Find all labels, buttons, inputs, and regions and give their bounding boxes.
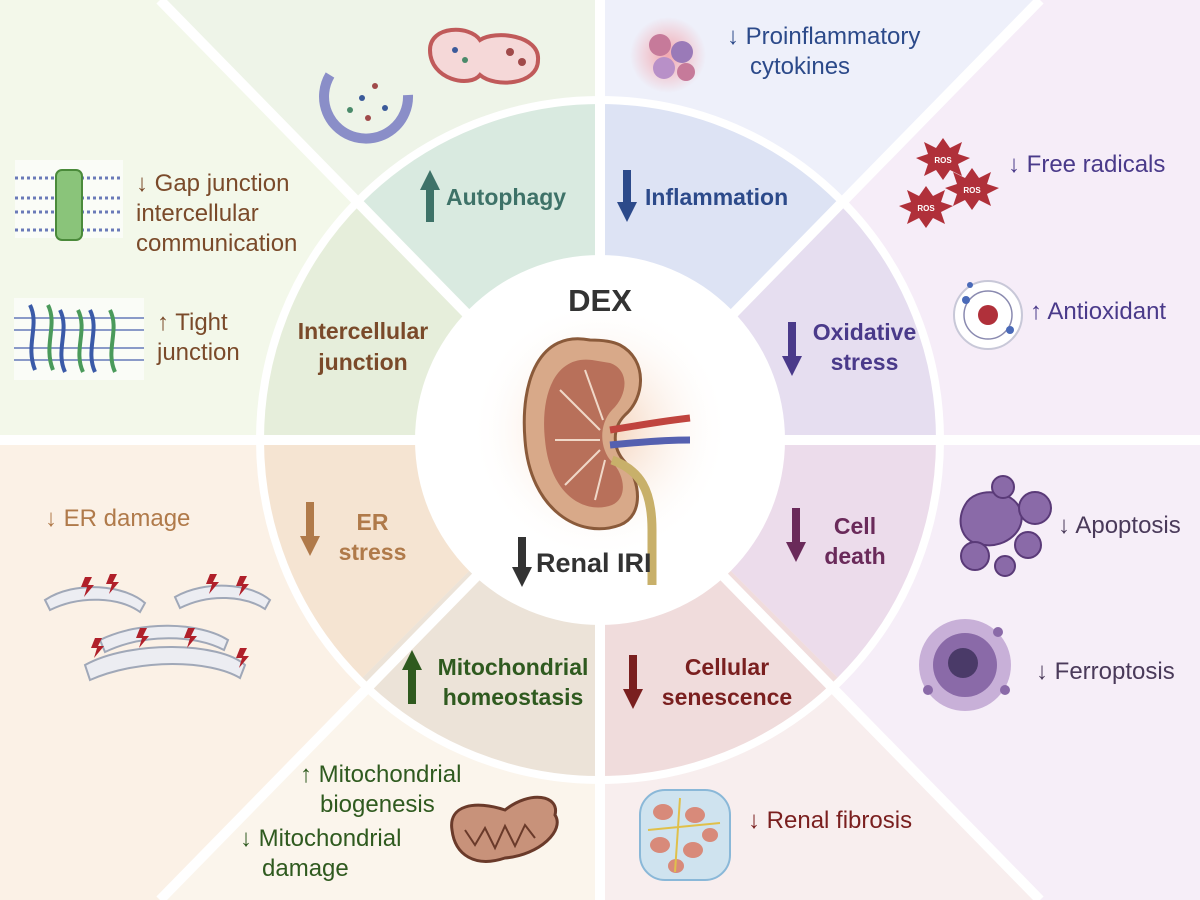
label-antioxidant: ↑ Antioxidant xyxy=(1030,298,1167,325)
autophagy-up-arrow-icon xyxy=(420,170,440,229)
sector-label-autophagy: Autophagy xyxy=(446,184,567,210)
gap-junction-icon xyxy=(15,160,123,241)
label-tight-junction-line1: ↑ Tight xyxy=(157,309,228,336)
cytokine-cells-icon xyxy=(630,17,706,93)
sector-label-senescence-line1: Cellular xyxy=(684,654,770,680)
label-gap-junction-line1: ↓ Gap junction xyxy=(136,170,290,197)
ros-label: ROS xyxy=(917,204,935,213)
sector-label-inflammation: Inflammation xyxy=(645,184,789,210)
label-free-radicals: ↓ Free radicals xyxy=(1008,151,1166,178)
label-mito-damage-line1: ↓ Mitochondrial xyxy=(240,825,402,852)
fibrosis-tissue-icon xyxy=(639,789,731,881)
sector-label-celldeath-line2: death xyxy=(824,543,886,569)
apoptosis-cell-icon xyxy=(959,475,1052,577)
sector-label-mito-line1: Mitochondrial xyxy=(437,654,589,680)
label-cytokines-line2: cytokines xyxy=(750,53,851,80)
sector-label-mito-line2: homeostasis xyxy=(442,684,584,710)
label-tight-junction-line2: junction xyxy=(157,339,240,366)
er-down-arrow-icon xyxy=(300,502,320,563)
sector-label-celldeath-line1: Cell xyxy=(833,513,877,539)
er-membrane-icon xyxy=(43,584,272,682)
er-damage-bolts xyxy=(81,574,249,668)
ring-outline xyxy=(256,96,944,784)
sector-label-senescence-line2: senescence xyxy=(661,684,793,710)
label-mito-biogenesis-line1: ↑ Mitochondrial xyxy=(300,761,462,788)
mito-up-arrow-icon xyxy=(402,650,422,711)
center-down-arrow-icon xyxy=(512,537,532,594)
sector-label-junction-line1: Intercellular xyxy=(297,318,429,344)
senescence-down-arrow-icon xyxy=(623,655,643,716)
label-ferroptosis: ↓ Ferroptosis xyxy=(1036,658,1175,685)
sector-label-er-line2: stress xyxy=(338,539,407,565)
sector-label-oxidative-line2: stress xyxy=(830,349,899,375)
label-mito-damage-line2: damage xyxy=(262,855,349,882)
ros-icon: ROS ROS ROS xyxy=(899,138,999,228)
autophagosome-icon xyxy=(319,27,540,144)
label-gap-junction-line2: intercellular xyxy=(136,200,259,227)
label-cytokines-line1: ↓ Proinflammatory xyxy=(727,23,921,50)
label-er-damage: ↓ ER damage xyxy=(45,505,191,532)
sector-label-er-line1: ER xyxy=(356,509,389,535)
sector-label-oxidative-line1: Oxidative xyxy=(812,319,917,345)
oxidative-down-arrow-icon xyxy=(782,322,802,383)
sector-label-junction-line2: junction xyxy=(318,349,408,375)
mitochondrion-icon xyxy=(450,795,559,863)
tight-junction-icon xyxy=(14,298,144,380)
center-subtitle: Renal IRI xyxy=(536,548,652,578)
label-renal-fibrosis: ↓ Renal fibrosis xyxy=(748,807,913,834)
label-gap-junction-line3: communication xyxy=(136,230,298,257)
label-apoptosis: ↓ Apoptosis xyxy=(1058,512,1181,539)
ros-label: ROS xyxy=(963,186,981,195)
antioxidant-atom-icon xyxy=(953,280,1023,350)
center-title: DEX xyxy=(568,283,632,318)
inflammation-down-arrow-icon xyxy=(617,170,637,229)
label-mito-biogenesis-line2: biogenesis xyxy=(320,791,435,818)
celldeath-down-arrow-icon xyxy=(786,508,806,569)
ferroptosis-cell-icon xyxy=(919,619,1011,711)
ros-label: ROS xyxy=(934,156,952,165)
kidney-icon xyxy=(522,337,691,585)
